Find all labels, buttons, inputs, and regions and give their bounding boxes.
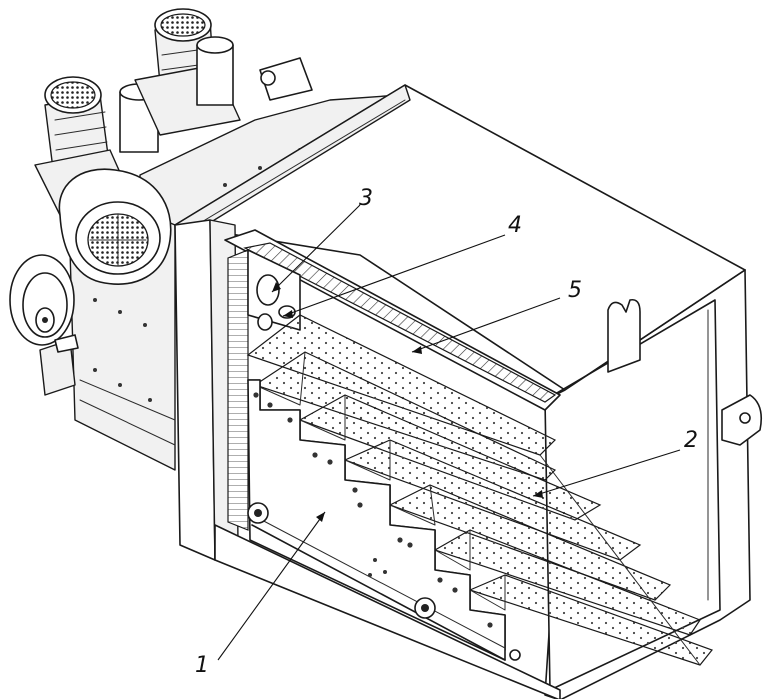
leader-2 xyxy=(532,449,681,497)
callout-4: 4 xyxy=(508,213,522,238)
leader-4 xyxy=(282,234,506,317)
capacitor-cylinder-right xyxy=(196,36,234,106)
leader-3 xyxy=(271,204,361,293)
tray-7 xyxy=(468,574,713,666)
left-pillar xyxy=(174,219,216,561)
tray-6 xyxy=(433,529,701,636)
junction-box xyxy=(39,334,79,396)
insulation-left xyxy=(227,249,249,531)
leader-1 xyxy=(217,511,326,661)
stepped-trays xyxy=(246,314,713,666)
side-blower xyxy=(9,254,75,346)
latch-tab xyxy=(607,298,641,373)
side-drive-plate xyxy=(247,379,521,661)
callout-5: 5 xyxy=(568,278,582,303)
callout-2: 2 xyxy=(684,428,698,453)
callout-1: 1 xyxy=(195,653,209,678)
callout-leaders xyxy=(217,204,681,661)
blower-fan xyxy=(58,168,172,285)
leader-5 xyxy=(411,297,561,353)
bottom-rail xyxy=(214,524,561,699)
air-inlet-opening xyxy=(256,274,280,306)
callout-3: 3 xyxy=(359,186,373,211)
pipe-fitting xyxy=(259,57,313,101)
